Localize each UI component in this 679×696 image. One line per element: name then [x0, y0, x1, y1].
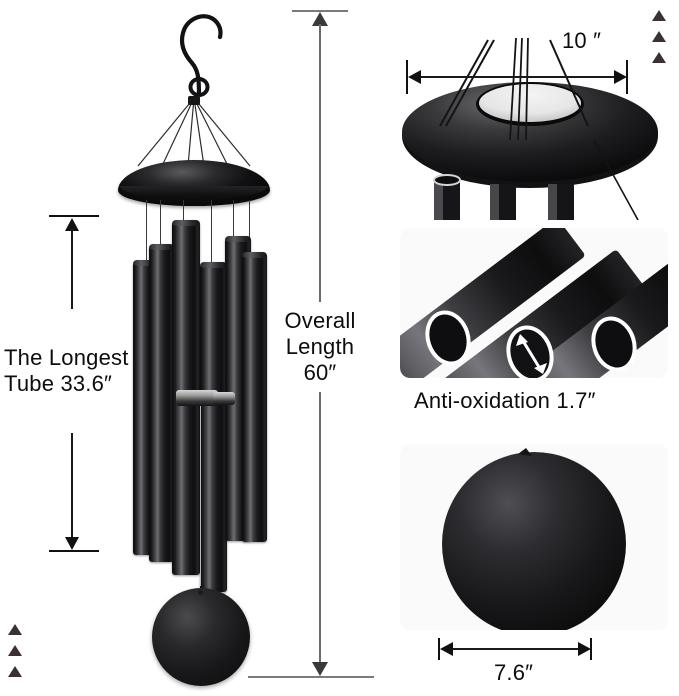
dimension-tick-bottom [49, 550, 99, 552]
dimension-tick-top [49, 215, 99, 217]
suspension-strings [137, 96, 251, 167]
tube-cross-section-photo [400, 228, 668, 378]
tube-string [183, 200, 184, 224]
triangle-marker-icon [652, 10, 666, 21]
width-tick-left [438, 638, 440, 660]
width-tick-right [626, 60, 628, 94]
canopy-top-detail-photo: 10 ″ [398, 8, 670, 220]
s-hook-icon [179, 14, 223, 97]
triangle-marker-icon [652, 31, 666, 42]
arrowhead-up-icon [312, 12, 328, 26]
arrowhead-left-icon [440, 642, 453, 656]
tube-string [160, 200, 161, 246]
wind-catcher-disc [152, 588, 250, 686]
canopy-rim [120, 186, 268, 200]
triangle-marker-icon [8, 666, 22, 677]
chime-tube [200, 262, 227, 592]
chime-tube [242, 252, 267, 542]
overall-length-label-line1: Overall [284, 308, 356, 333]
arrowhead-right-icon [578, 642, 591, 656]
arrowhead-right-icon [614, 70, 627, 84]
full-wind-chime-photo [0, 0, 290, 696]
clapper-disc [176, 390, 218, 406]
dimension-tick-bottom [248, 676, 374, 678]
chime-tube [149, 244, 174, 562]
overall-length-label-line3: 60″ [303, 360, 337, 385]
longest-tube-label-line1: The Longest [4, 345, 129, 370]
arrowhead-up-icon [65, 218, 79, 231]
dimension-line-lower [319, 392, 321, 664]
arrowhead-down-icon [312, 662, 328, 676]
tube-string [249, 200, 250, 256]
overall-length-label-line2: Length [285, 334, 355, 359]
width-tick-left [406, 60, 408, 94]
wind-catcher-disc-photo [400, 444, 668, 630]
longest-tube-label: The Longest Tube 33.6″ [4, 345, 144, 397]
catcher-wire [200, 406, 201, 586]
arrowhead-left-icon [408, 70, 421, 84]
dimension-line-upper [71, 229, 73, 309]
tube-string [146, 200, 147, 262]
dimension-line-upper [319, 24, 321, 302]
anti-oxidation-label: Anti-oxidation 1.7″ [414, 388, 596, 413]
tube-string [233, 200, 234, 240]
triangle-marker-icon [8, 624, 22, 635]
overall-length-label: Overall Length 60″ [268, 308, 372, 386]
width-dimension-line [444, 648, 586, 650]
triangle-marker-icon [8, 645, 22, 656]
marker-group-top-right [652, 10, 666, 63]
canopy-width-label: 10 ″ [562, 28, 602, 53]
tube-string [211, 200, 212, 266]
catcher-photo-graphic [442, 448, 626, 630]
marker-group-bottom-left [8, 624, 22, 677]
wind-catcher-knob [198, 590, 203, 595]
wind-catcher-width-label: 7.6″ [494, 660, 534, 685]
canopy-photo-graphic [402, 37, 658, 220]
dimension-tick-top [292, 10, 348, 12]
dimension-line-lower [71, 433, 73, 537]
diameter-arrow-icon [516, 334, 547, 374]
width-dimension-line [412, 76, 622, 78]
arrowhead-down-icon [65, 537, 79, 550]
width-tick-right [590, 638, 592, 660]
triangle-marker-icon [652, 52, 666, 63]
tubes-photo-graphic [400, 228, 668, 378]
longest-tube-label-line2: Tube 33.6″ [4, 371, 113, 396]
clapper-disc-edge [213, 392, 235, 405]
